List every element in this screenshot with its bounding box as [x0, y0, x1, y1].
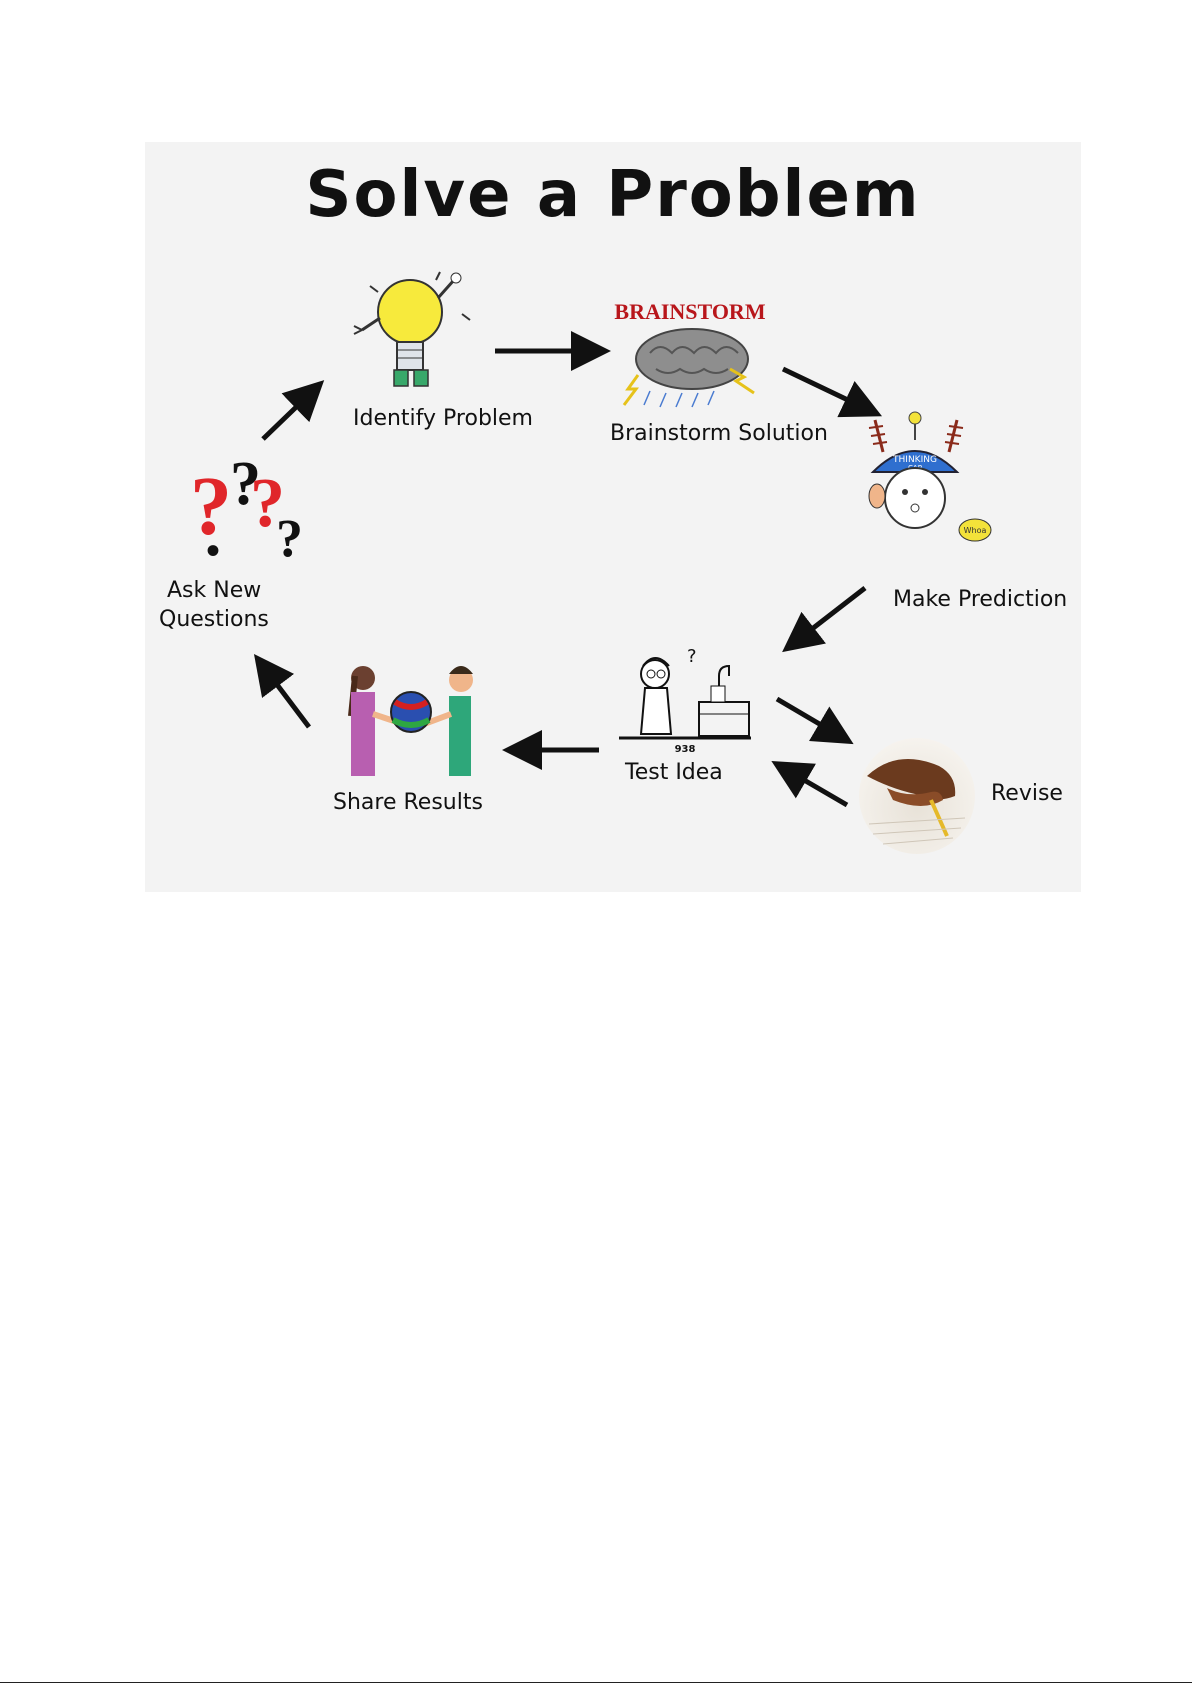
step-label-make-prediction: Make Prediction [893, 585, 1067, 614]
step-label-identify-problem: Identify Problem [353, 404, 533, 433]
scientist-number: 938 [675, 744, 696, 755]
whoa-text: Whoa [964, 526, 987, 535]
arrow-ask-to-identify [263, 387, 317, 439]
thinking-cap-icon: THINKING CAP Whoa [855, 410, 995, 550]
arrow-share-to-ask [260, 662, 309, 727]
lightbulb-character-icon [350, 270, 480, 400]
scientist-icon: ? 938 [615, 642, 755, 757]
arrow-revise-to-test [780, 766, 847, 805]
brainstorm-illustration-text: BRAINSTORM [614, 299, 765, 324]
brain-storm-icon: BRAINSTORM [610, 297, 780, 417]
svg-text:?: ? [276, 508, 303, 568]
svg-text:•: • [206, 528, 220, 573]
step-label-revise: Revise [991, 779, 1063, 808]
step-label-test-idea: Test Idea [625, 758, 723, 787]
question-marks-icon: ? ? ? ? • [190, 444, 320, 574]
page-footer-line [0, 1682, 1192, 1683]
arrow-brainstorm-to-prediction [783, 369, 873, 412]
arrow-test-to-revise [777, 699, 845, 739]
ask-line-2: Questions [159, 605, 269, 634]
ask-line-1: Ask New [159, 576, 269, 605]
arrow-prediction-to-test [790, 588, 865, 646]
diagram-poster: Solve a Problem Identify Problem [145, 142, 1081, 892]
hand-writing-icon [857, 736, 977, 856]
sharing-people-icon [337, 662, 487, 782]
step-label-share-results: Share Results [333, 788, 483, 817]
step-label-ask-new-questions: Ask New Questions [159, 576, 269, 634]
step-label-brainstorm-solution: Brainstorm Solution [610, 419, 828, 448]
svg-text:?: ? [687, 646, 697, 667]
